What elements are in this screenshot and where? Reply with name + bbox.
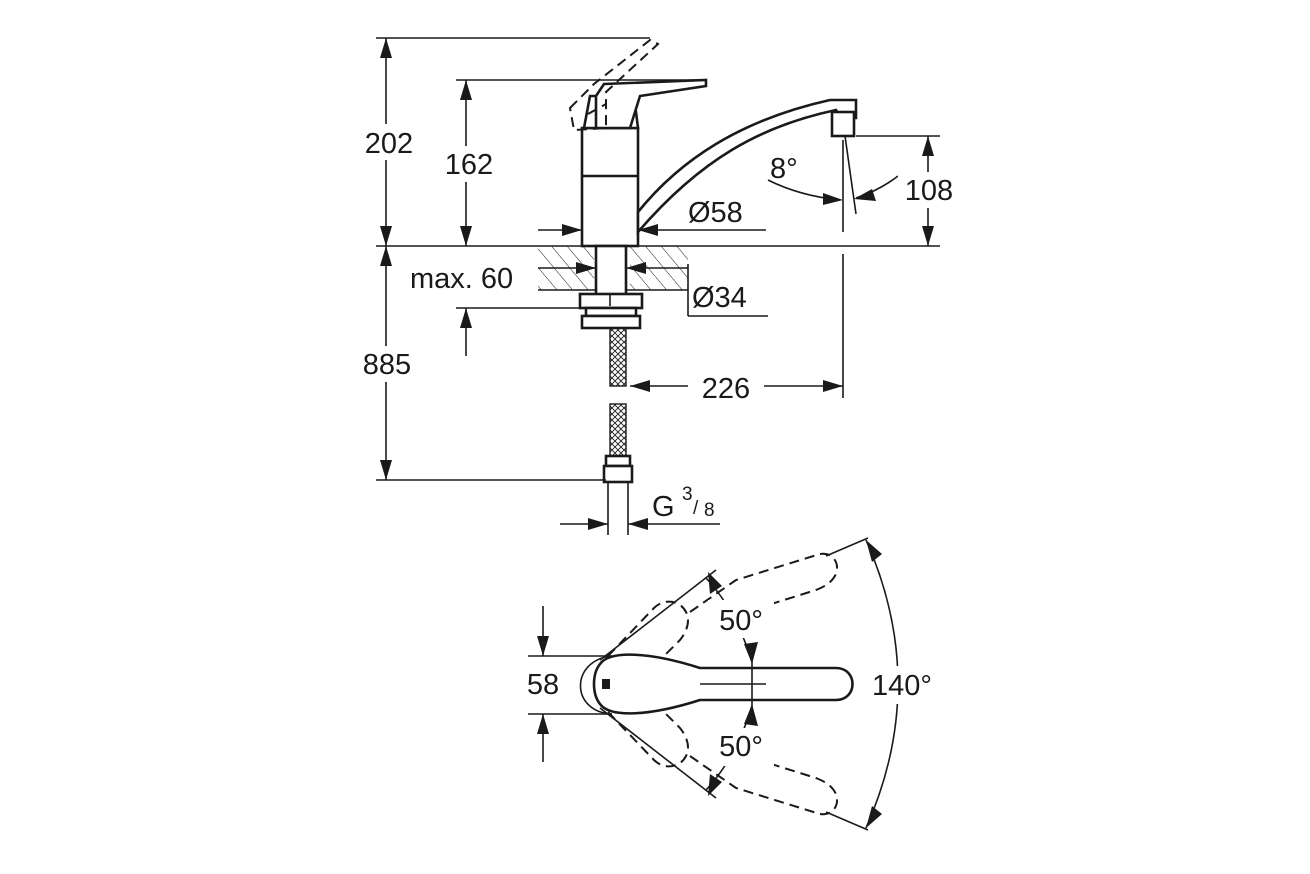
dim-angle-up: 50° bbox=[599, 569, 774, 664]
dim-108-label: 108 bbox=[905, 175, 953, 207]
dim-connection-num: 3 bbox=[682, 484, 693, 505]
dim-226: 226 bbox=[630, 254, 844, 405]
lever-open-dashed bbox=[568, 38, 660, 132]
dim-body-diameter-label: Ø58 bbox=[688, 197, 743, 229]
dim-angle-down: 50° bbox=[599, 704, 774, 799]
dim-885: 885 bbox=[354, 246, 606, 481]
dim-top-58-label: 58 bbox=[527, 669, 559, 701]
hose-lower bbox=[609, 403, 627, 457]
side-view: 202 162 Ø58 8° bbox=[354, 37, 960, 535]
top-lever bbox=[592, 653, 854, 715]
dim-angle-up-label: 50° bbox=[719, 605, 763, 637]
dim-max-thickness-label: max. 60 bbox=[410, 263, 513, 295]
top-view: 58 50° 50° 140° bbox=[527, 537, 944, 831]
hose-connector bbox=[602, 454, 634, 535]
dim-202-label: 202 bbox=[365, 128, 413, 160]
hose-upper bbox=[609, 327, 627, 387]
mounting-shank bbox=[578, 244, 644, 330]
dim-max-thickness: max. 60 bbox=[404, 258, 688, 295]
lever-position-down-dashed bbox=[607, 687, 838, 816]
dim-162-label: 162 bbox=[445, 149, 493, 181]
dim-226-label: 226 bbox=[702, 373, 750, 405]
dim-shank-diameter: Ø34 bbox=[687, 264, 768, 317]
dim-108: 108 bbox=[856, 135, 960, 246]
dim-spout-angle: 8° bbox=[767, 135, 899, 232]
dim-body-diameter: Ø58 bbox=[538, 197, 766, 236]
dim-top-58: 58 bbox=[527, 606, 612, 762]
lever-position-up-dashed bbox=[607, 552, 838, 681]
dim-885-label: 885 bbox=[363, 349, 411, 381]
dim-angle-total-label: 140° bbox=[872, 670, 932, 702]
lever-indicator bbox=[602, 679, 610, 689]
dim-connection: G 3 / 8 bbox=[560, 484, 720, 530]
dim-shank-diameter-label: Ø34 bbox=[692, 282, 747, 314]
dim-angle-down-label: 50° bbox=[719, 731, 763, 763]
dim-connection-slash: / bbox=[693, 498, 699, 519]
dim-spout-angle-label: 8° bbox=[770, 153, 798, 185]
dim-connection-letter: G bbox=[652, 491, 675, 523]
dim-162: 162 bbox=[438, 79, 706, 246]
dim-202: 202 bbox=[356, 37, 650, 246]
dim-connection-den: 8 bbox=[704, 500, 715, 521]
dim-angle-total: 140° bbox=[825, 537, 944, 831]
